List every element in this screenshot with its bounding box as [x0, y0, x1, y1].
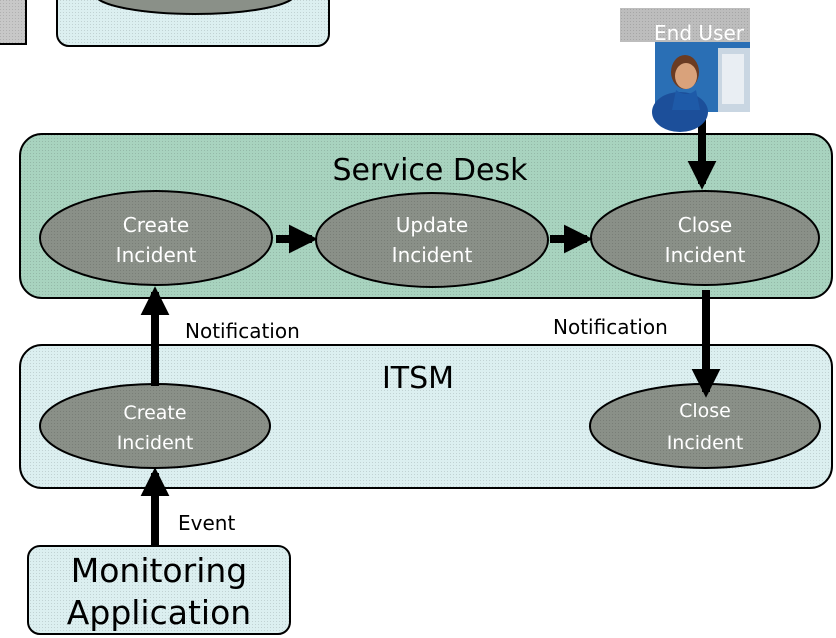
top-partial-container [56, 0, 330, 47]
sd-update-incident-node: Update Incident [315, 192, 549, 288]
sd-update-line2: Incident [392, 243, 473, 267]
sd-update-line1: Update [396, 213, 468, 237]
service-desk-title: Service Desk [333, 153, 529, 188]
monitoring-line1: Monitoring [71, 551, 247, 590]
sd-create-incident-node: Create Incident [39, 190, 273, 286]
end-user-node: End User [620, 8, 750, 132]
sd-close-line2: Incident [665, 243, 746, 267]
sd-close-incident-node: Close Incident [590, 190, 820, 286]
end-user-photo [652, 42, 750, 132]
monitoring-line2: Application [67, 593, 251, 632]
notification-left-label: Notification [185, 319, 300, 343]
itsm-create-incident-node: Create Incident [39, 383, 271, 469]
sd-close-line1: Close [678, 213, 732, 237]
notification-right-label: Notification [553, 315, 668, 339]
sd-create-line1: Create [123, 213, 189, 237]
sd-create-line2: Incident [116, 243, 197, 267]
monitoring-application-node: Monitoring Application [27, 545, 291, 635]
itsm-close-line2: Incident [667, 432, 744, 454]
event-label: Event [178, 511, 235, 535]
itsm-create-line1: Create [123, 402, 186, 424]
itsm-close-incident-node: Close Incident [589, 383, 821, 469]
top-left-partial-box [0, 0, 27, 45]
itsm-create-line2: Incident [117, 432, 194, 454]
itsm-title: ITSM [382, 361, 454, 396]
itsm-close-line1: Close [679, 400, 731, 422]
end-user-label: End User [654, 21, 745, 45]
